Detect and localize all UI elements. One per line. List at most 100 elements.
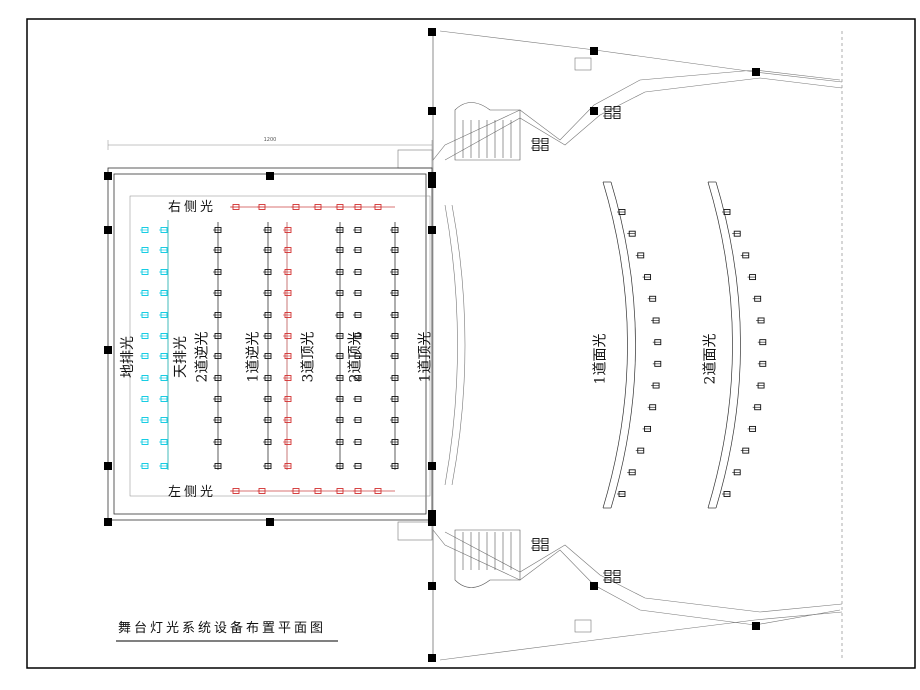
face-light-2-fixture: [732, 469, 741, 476]
sky-row-label: 天排光: [173, 336, 189, 378]
gallery-fixture: [603, 106, 612, 112]
column-block: [428, 172, 436, 180]
gallery-fixture: [531, 138, 540, 144]
top-light-3-fixture: [335, 439, 344, 445]
top-light-1-fixture: [390, 247, 399, 253]
column-block: [428, 654, 436, 662]
top-light-3-fixture: [353, 439, 362, 445]
gallery-fixture: [531, 545, 540, 551]
sky-row-fixture: [159, 333, 168, 339]
back-light-1-fixture: [263, 375, 272, 381]
top-light-3-fixture: [335, 463, 344, 469]
top-light-1-fixture: [390, 227, 399, 233]
face-light-1-label: 1道面光: [592, 333, 609, 385]
face-light-2-fixture: [747, 425, 757, 432]
back-light-1-fixture: [283, 463, 292, 469]
top-light-3-fixture: [335, 269, 344, 275]
face-light-1-fixture: [652, 360, 662, 367]
top-light-1-fixture: [390, 396, 399, 402]
column-block: [428, 107, 436, 115]
floor-row-label: 地排光: [120, 336, 136, 378]
column-block: [104, 462, 112, 470]
face-light-1-fixture: [647, 295, 657, 302]
gallery-fixture: [603, 570, 612, 576]
face-light-2-fixture: [740, 252, 750, 259]
top-light-3-fixture: [353, 333, 362, 339]
back-light-2-fixture: [213, 333, 222, 339]
auditorium-outline: [397, 30, 843, 661]
face-light-2-fixture: [756, 382, 765, 389]
column-block: [428, 582, 436, 590]
back-light-1-fixture: [283, 353, 292, 359]
face-light-1-fixture: [647, 404, 657, 411]
top-light-3-fixture: [353, 463, 362, 469]
face-light-1-fixture: [651, 382, 660, 389]
face-light-2-fixture: [747, 274, 757, 281]
sky-row-fixture: [159, 375, 168, 381]
column-block: [428, 28, 436, 36]
face-light-2-fixture: [752, 404, 762, 411]
column-block: [752, 622, 760, 630]
column-block: [590, 582, 598, 590]
gallery-fixture: [540, 138, 549, 144]
back-light-2-fixture: [213, 417, 222, 423]
back-light-2-label: 2道逆光: [194, 331, 211, 383]
right-side-light-label: 右侧光: [168, 200, 217, 215]
face-light-2-fixture: [757, 339, 767, 346]
left-side-fixture: [313, 488, 322, 494]
top-light-3-fixture: [353, 396, 362, 402]
column-block: [428, 462, 436, 470]
floor-row-fixture: [140, 269, 149, 275]
left-side-fixture: [291, 488, 300, 494]
left-side-fixture: [335, 488, 344, 494]
back-light-1-fixture: [263, 463, 272, 469]
face-light-2-fixture: [757, 360, 767, 367]
back-light-2-fixture: [213, 269, 222, 275]
column-block: [590, 107, 598, 115]
gallery-fixture: [612, 113, 621, 119]
back-light-1-fixture: [263, 353, 272, 359]
top-light-1-fixture: [390, 375, 399, 381]
back-light-1-fixture: [263, 333, 272, 339]
top-light-3-fixture: [335, 417, 344, 423]
back-light-1-fixture: [283, 290, 292, 296]
column-block: [104, 346, 112, 354]
sky-row-fixture: [159, 439, 168, 445]
gallery-fixture: [540, 538, 549, 544]
stairs: [454, 102, 521, 588]
face-light-2-fixture: [752, 295, 762, 302]
top-light-1-fixture: [390, 417, 399, 423]
gallery-fixture: [603, 577, 612, 583]
top-light-3-label: 3道顶光: [300, 331, 317, 383]
column-block: [104, 226, 112, 234]
drawing-title: 舞台灯光系统设备布置平面图: [118, 621, 327, 636]
face-light-1-fixture: [627, 469, 636, 476]
top-light-3-fixture: [353, 417, 362, 423]
sky-row-fixture: [159, 396, 168, 402]
top-light-3-fixture: [335, 227, 344, 233]
right-side-fixture: [291, 204, 300, 210]
back-light-2-fixture: [213, 463, 222, 469]
back-light-2-fixture: [213, 312, 222, 318]
structural-columns: [104, 28, 760, 662]
back-light-2-fixture: [213, 290, 222, 296]
back-light-1-fixture: [283, 312, 292, 318]
column-block: [104, 172, 112, 180]
top-light-3-fixture: [335, 396, 344, 402]
top-light-1-fixture: [390, 463, 399, 469]
face-light-1-fixture: [635, 252, 645, 259]
sky-row-fixture: [159, 247, 168, 253]
face-light-bars: [602, 181, 741, 509]
back-light-1-fixture: [283, 417, 292, 423]
left-side-fixture: [373, 488, 382, 494]
dimension-text: 1200: [264, 137, 277, 143]
floor-row-fixture: [140, 312, 149, 318]
top-light-3-fixture: [353, 269, 362, 275]
column-block: [104, 518, 112, 526]
left-side-fixture: [257, 488, 266, 494]
top-light-3-fixture: [353, 247, 362, 253]
back-light-1-fixture: [263, 417, 272, 423]
top-light-1-fixture: [390, 269, 399, 275]
stage-area: [107, 140, 433, 521]
